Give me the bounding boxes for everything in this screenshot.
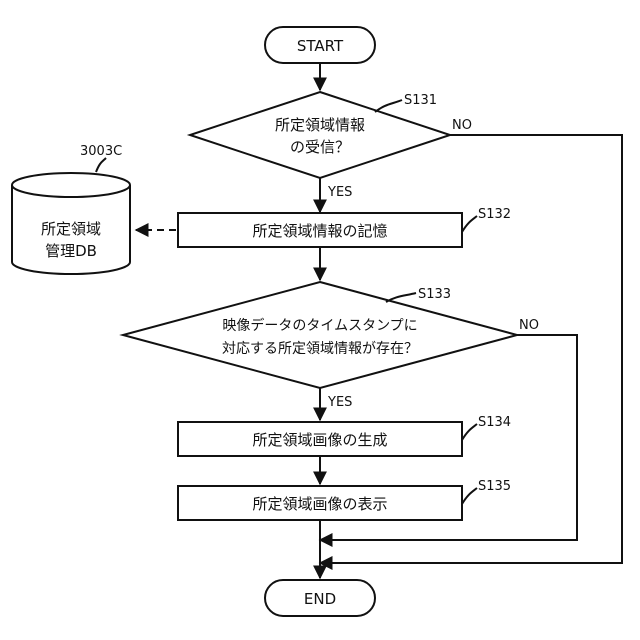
step-id-leader-s132 <box>462 216 477 232</box>
end-label: END <box>304 590 336 608</box>
step-id-s133: S133 <box>418 287 451 302</box>
step-id-s135: S135 <box>478 479 511 494</box>
database-id-leader <box>96 158 106 172</box>
database-id: 3003C <box>80 144 122 159</box>
decision-s131-line1: 所定領域情報 <box>275 116 365 134</box>
database-label-line1: 所定領域 <box>41 220 101 238</box>
process-s134-text: 所定領域画像の生成 <box>252 431 387 449</box>
process-s135-text: 所定領域画像の表示 <box>252 495 387 513</box>
step-id-leader-s134 <box>462 424 477 440</box>
decision-s133-line2: 対応する所定領域情報が存在？ <box>222 340 418 357</box>
step-id-leader-s133 <box>386 293 416 302</box>
step-id-leader-s131 <box>375 100 402 112</box>
start-label: START <box>297 37 344 55</box>
database-label-line2: 管理DB <box>45 242 97 260</box>
yes-label-s133: YES <box>327 395 352 410</box>
decision-s131-line2: の受信？ <box>290 138 350 156</box>
step-id-s134: S134 <box>478 415 511 430</box>
no-label-s133: NO <box>519 318 539 333</box>
decision-s133 <box>123 282 517 388</box>
step-id-s132: S132 <box>478 207 511 222</box>
step-id-leader-s135 <box>462 488 477 504</box>
process-s132-text: 所定領域情報の記憶 <box>252 222 387 240</box>
database-cylinder-top <box>12 173 130 197</box>
decision-s133-line1: 映像データのタイムスタンプに <box>222 317 417 334</box>
step-id-s131: S131 <box>404 93 437 108</box>
no-label-s131: NO <box>452 118 472 133</box>
yes-label-s131: YES <box>327 185 352 200</box>
